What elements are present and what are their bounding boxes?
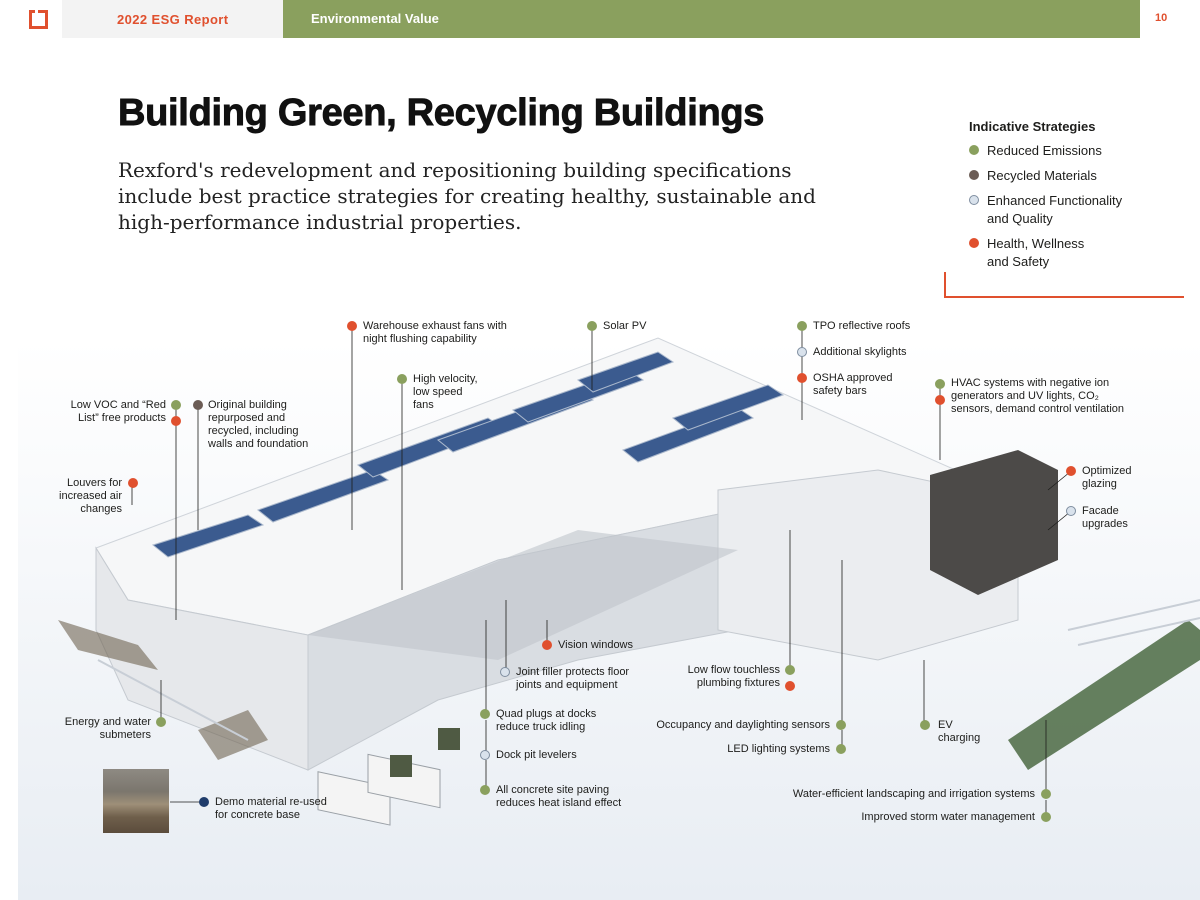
legend-title: Indicative Strategies [969, 119, 1096, 134]
callout-osha-bars: OSHA approved safety bars [813, 372, 908, 398]
green-dot-icon [969, 145, 979, 155]
page-number: 10 [1155, 12, 1168, 24]
callout-facade-upgrades: Facade upgrades [1082, 505, 1142, 531]
callout-text: Facade upgrades [1082, 505, 1128, 530]
callout-ev-charging: EV charging [938, 719, 988, 745]
green-dot-icon [935, 379, 945, 389]
callout-concrete-paving: All concrete site paving reduces heat is… [496, 784, 636, 810]
callout-text: Original building repurposed and recycle… [208, 399, 309, 450]
green-dot-icon [480, 785, 490, 795]
callout-dock-pit: Dock pit levelers [496, 749, 577, 761]
callout-text: High velocity, low speed fans [413, 373, 478, 411]
light-blue-dot-icon [1066, 506, 1076, 516]
callout-tpo-roofs: TPO reflective roofs [813, 320, 911, 332]
report-tab: 2022 ESG Report [62, 0, 283, 38]
callout-text: Optimized glazing [1082, 465, 1132, 490]
green-dot-icon [1041, 789, 1051, 799]
callout-solar-pv: Solar PV [603, 320, 647, 332]
callout-hvac: HVAC systems with negative ion generator… [951, 377, 1141, 416]
callout-louvers: Louvers for increased air changes [40, 477, 122, 516]
callout-quad-plugs: Quad plugs at docks reduce truck idling [496, 708, 606, 734]
callout-text: EV charging [938, 719, 981, 744]
callout-joint-filler: Joint filler protects floor joints and e… [516, 666, 646, 692]
callout-led-lighting: LED lighting systems [727, 743, 830, 755]
light-blue-dot-icon [500, 667, 510, 677]
header-bar: 2022 ESG Report Environmental Value 10 [0, 0, 1200, 38]
callout-text: All concrete site paving reduces heat is… [496, 784, 622, 809]
legend-divider [944, 296, 1184, 298]
report-label: 2022 ESG Report [117, 12, 229, 27]
orange-dot-icon [969, 238, 979, 248]
callout-text: OSHA approved safety bars [813, 372, 893, 397]
green-dot-icon [397, 374, 407, 384]
brown-dot-icon [969, 170, 979, 180]
orange-dot-icon [128, 478, 138, 488]
orange-dot-icon [797, 373, 807, 383]
green-dot-icon [836, 744, 846, 754]
demo-material-photo [103, 769, 169, 833]
callout-vision-windows: Vision windows [558, 639, 634, 651]
green-dot-icon [797, 321, 807, 331]
legend-item-enhanced-functionality: Enhanced Functionality and Quality [969, 192, 1137, 228]
callout-skylights: Additional skylights [813, 346, 907, 358]
callout-text: Quad plugs at docks reduce truck idling [496, 708, 597, 733]
legend-item-recycled-materials: Recycled Materials [969, 167, 1184, 185]
callout-low-flow: Low flow touchless plumbing fixtures [670, 664, 780, 690]
callout-text: Low flow touchless plumbing fixtures [687, 664, 780, 689]
legend-item-label: Reduced Emissions [987, 143, 1102, 158]
building-illustration [18, 326, 1200, 900]
callout-high-velocity-fans: High velocity, low speed fans [413, 373, 485, 412]
orange-dot-icon [171, 416, 181, 426]
brown-dot-icon [193, 400, 203, 410]
legend-item-label: Enhanced Functionality and Quality [987, 193, 1123, 226]
orange-dot-icon [785, 681, 795, 691]
section-tab: Environmental Value [283, 0, 1140, 38]
legend-item-label: Recycled Materials [987, 168, 1097, 183]
callout-original-building: Original building repurposed and recycle… [208, 399, 320, 451]
legend-item-health-wellness: Health, Wellness and Safety [969, 235, 1097, 271]
light-blue-dot-icon [480, 750, 490, 760]
callout-storm-water: Improved storm water management [861, 811, 1035, 823]
legend: Indicative Strategies Reduced Emissions … [969, 119, 1184, 278]
section-label: Environmental Value [311, 11, 439, 26]
legend-item-label: Health, Wellness and Safety [987, 236, 1085, 269]
green-dot-icon [836, 720, 846, 730]
callout-low-voc: Low VOC and “Red List” free products [54, 399, 166, 425]
light-blue-dot-icon [969, 195, 979, 205]
page-title: Building Green, Recycling Buildings [118, 92, 765, 135]
callout-occupancy-sensors: Occupancy and daylighting sensors [656, 719, 830, 731]
callout-text: Demo material re-used for concrete base [215, 796, 327, 821]
callout-warehouse-fans: Warehouse exhaust fans with night flushi… [363, 320, 513, 346]
logo [0, 0, 62, 38]
legend-item-reduced-emissions: Reduced Emissions [969, 142, 1184, 160]
callout-text: Louvers for increased air changes [59, 477, 122, 515]
callout-text: Low VOC and “Red List” free products [70, 399, 166, 424]
callout-optimized-glazing: Optimized glazing [1082, 465, 1142, 491]
green-dot-icon [587, 321, 597, 331]
orange-dot-icon [347, 321, 357, 331]
orange-dot-icon [1066, 466, 1076, 476]
green-dot-icon [785, 665, 795, 675]
green-dot-icon [1041, 812, 1051, 822]
navy-dot-icon [199, 797, 209, 807]
light-blue-dot-icon [797, 347, 807, 357]
orange-dot-icon [935, 395, 945, 405]
callout-text: Joint filler protects floor joints and e… [516, 666, 630, 691]
callout-text: HVAC systems with negative ion generator… [951, 377, 1125, 415]
green-dot-icon [171, 400, 181, 410]
callout-text: Warehouse exhaust fans with night flushi… [363, 320, 507, 345]
rexford-logo-icon [29, 10, 48, 29]
intro-paragraph: Rexford's redevelopment and repositionin… [118, 158, 816, 234]
green-dot-icon [480, 709, 490, 719]
callout-energy-water: Energy and water submeters [40, 716, 151, 742]
callout-demo-material: Demo material re-used for concrete base [215, 796, 335, 822]
green-dot-icon [156, 717, 166, 727]
orange-dot-icon [542, 640, 552, 650]
callout-text: Energy and water submeters [64, 716, 151, 741]
callout-water-landscaping: Water-efficient landscaping and irrigati… [792, 788, 1035, 800]
green-dot-icon [920, 720, 930, 730]
legend-divider [944, 272, 946, 298]
